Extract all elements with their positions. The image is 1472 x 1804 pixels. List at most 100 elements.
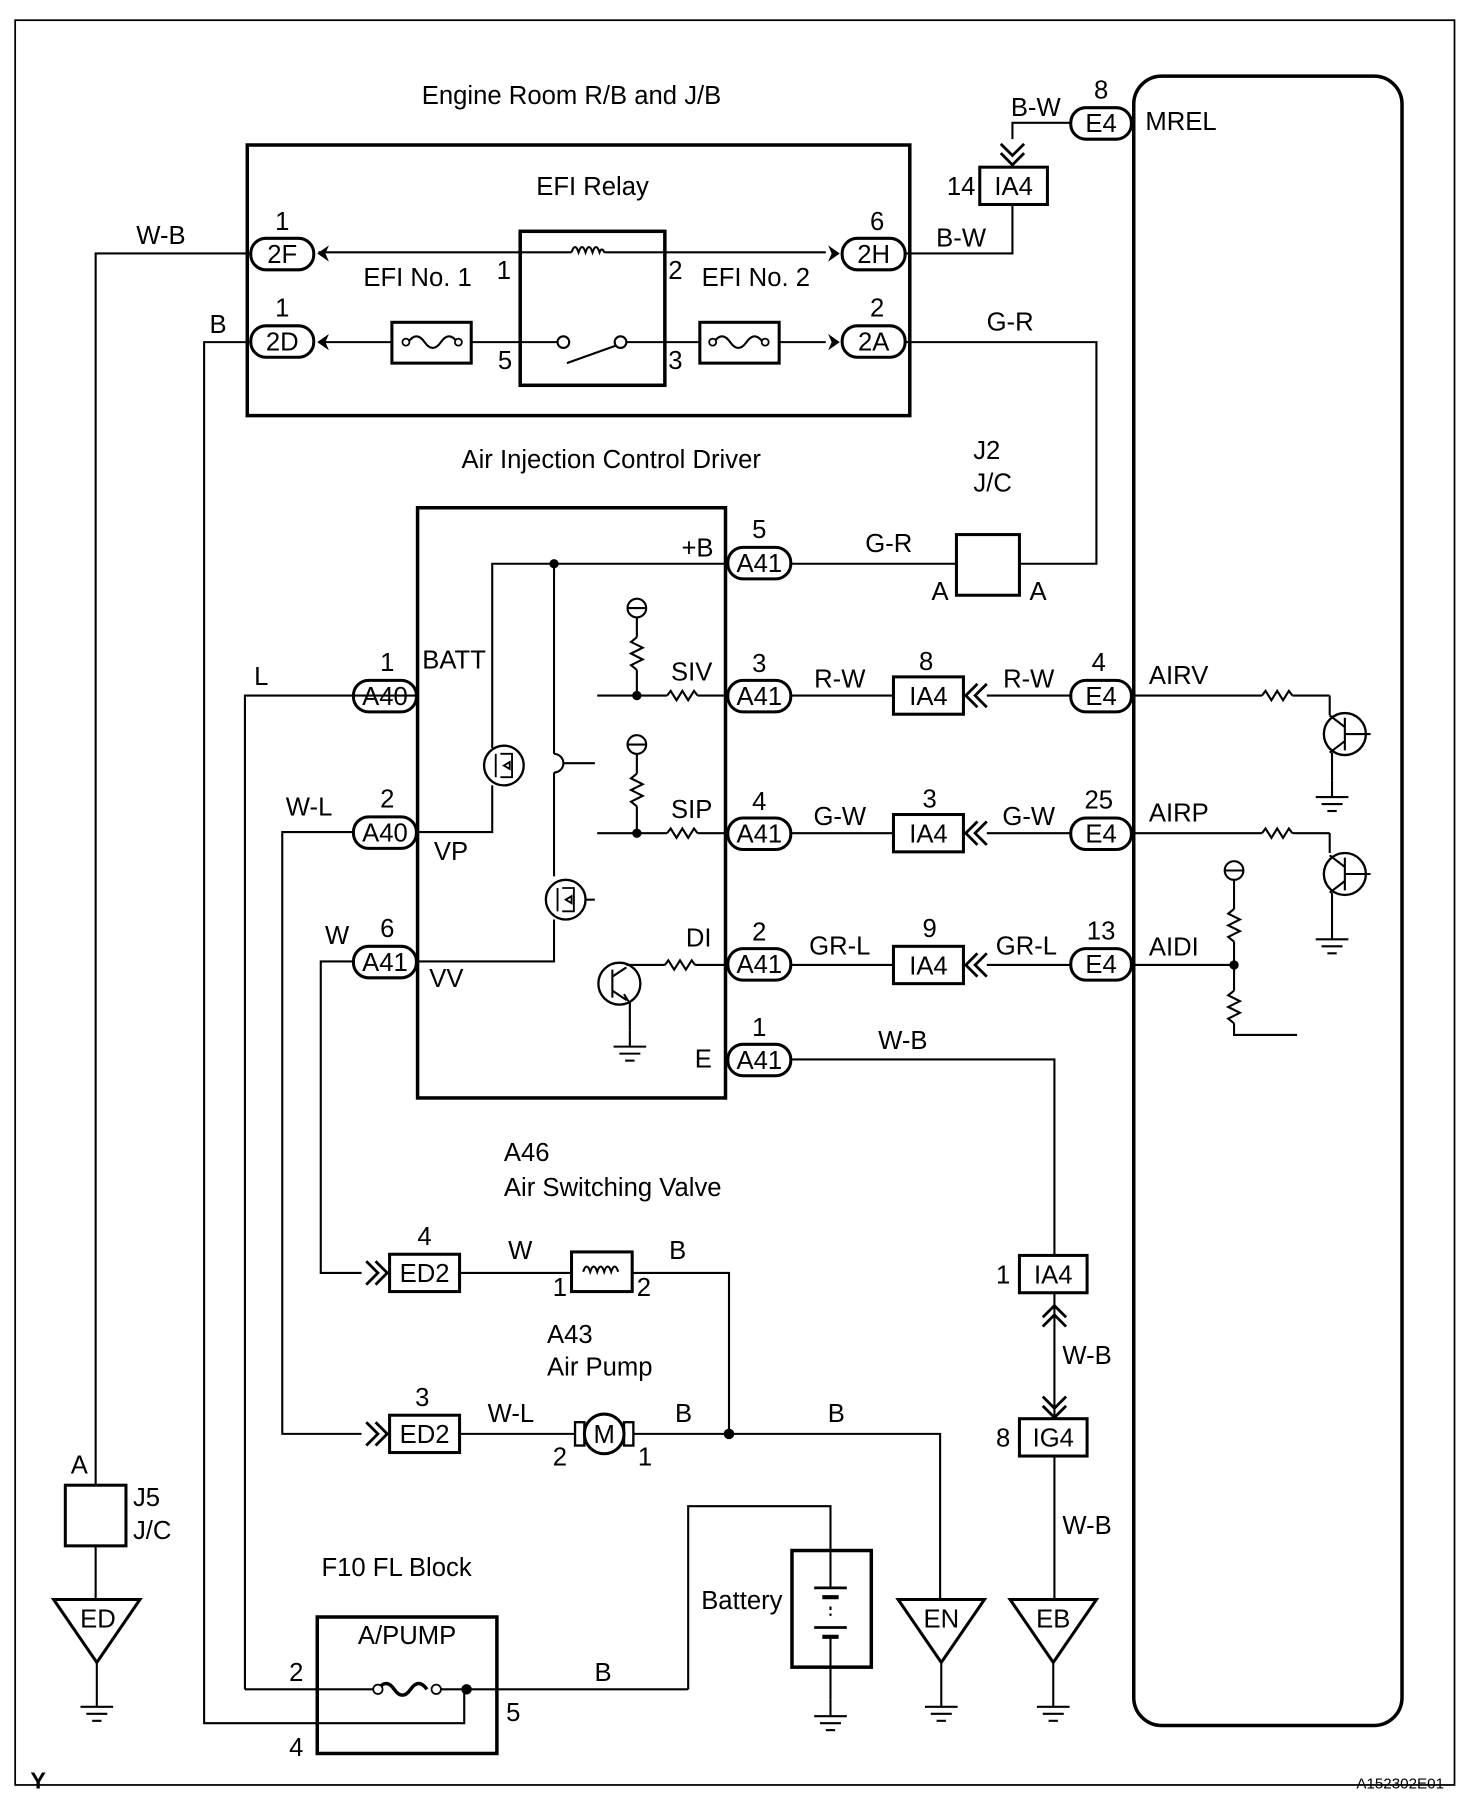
wire-label-bw-relay: B-W xyxy=(936,224,987,252)
pin-ia4-sip: 3 xyxy=(922,786,936,814)
connector-a41-b xyxy=(726,545,793,581)
connector-ia4-di xyxy=(891,944,965,986)
fuse-dot xyxy=(430,1683,442,1695)
wire-label-gw-b: G-W xyxy=(1002,803,1056,831)
sip-pullup-resistor-icon xyxy=(628,772,646,808)
terminal-aidi: AIDI xyxy=(1149,934,1199,962)
connector-2f-label: 2F xyxy=(267,241,297,269)
wire-label-b-valve: B xyxy=(669,1237,686,1265)
terminal-vv: VV xyxy=(429,965,463,993)
wire-b-valve xyxy=(632,1271,731,1434)
valve-pin-2: 2 xyxy=(637,1274,651,1302)
wire-l-batt xyxy=(243,694,417,1690)
connector-e4-mrel xyxy=(1069,106,1133,141)
ground-ed-label: ED xyxy=(80,1606,116,1634)
fuse-dot xyxy=(708,337,718,347)
relay-contact-fixed xyxy=(556,335,571,350)
wire-w-b-j5 xyxy=(94,252,251,1486)
a46-name: Air Switching Valve xyxy=(504,1174,722,1202)
wire-b-pump-en xyxy=(633,1432,942,1600)
terminal-airp: AIRP xyxy=(1149,800,1209,828)
j2-junction-connector xyxy=(954,533,1021,597)
connector-ia4-bottom-label: IA4 xyxy=(1034,1261,1073,1289)
a43-label: A43 xyxy=(547,1321,593,1349)
junction-dot xyxy=(723,1428,735,1440)
connector-ia4-siv xyxy=(891,675,965,716)
wire-b-w-top xyxy=(1011,121,1071,140)
ed2-wl-chevron-icon xyxy=(365,1421,390,1447)
a46-label: A46 xyxy=(504,1139,550,1167)
mosfet-vv-symbol xyxy=(556,887,575,913)
di-ground-icon xyxy=(612,1029,648,1062)
wire-label-bw-top: B-W xyxy=(1011,94,1062,122)
connector-a41-vv-label: A41 xyxy=(362,949,408,977)
pin-a40-batt: 1 xyxy=(380,649,394,677)
fl-pin-5: 5 xyxy=(506,1699,520,1727)
connector-e4-aidi xyxy=(1069,947,1133,982)
wire-label-wb-ig4: W-B xyxy=(1062,1342,1111,1370)
air-switching-valve-coil-icon xyxy=(582,1265,620,1276)
ground-eb-triangle xyxy=(1007,1597,1100,1666)
ed2-w-chevron-icon xyxy=(365,1260,390,1286)
relay-pin-2: 2 xyxy=(668,257,682,285)
connector-ig4-label: IG4 xyxy=(1033,1425,1074,1453)
pin-ia4-top: 14 xyxy=(947,173,976,201)
pin-ia4-siv: 8 xyxy=(919,648,933,676)
wire-w-l-pump xyxy=(281,830,362,1435)
connector-e4-airv-label: E4 xyxy=(1085,683,1116,711)
connector-2f-arrow-icon xyxy=(317,245,329,262)
wire-label-w-a: W xyxy=(325,922,350,950)
connector-a41-b-label: A41 xyxy=(736,550,782,578)
connector-2d-label: 2D xyxy=(266,328,299,356)
wire-b-w-relay xyxy=(905,204,1014,255)
wire-label-b-fl: B xyxy=(594,1659,611,1687)
ground-en-triangle xyxy=(895,1597,988,1666)
terminal-e: E xyxy=(695,1046,712,1074)
wire-label-gr-driver: G-R xyxy=(865,530,912,558)
pin-e4-airv: 4 xyxy=(1092,649,1106,677)
terminal-di: DI xyxy=(686,924,712,952)
efi-no2-label: EFI No. 2 xyxy=(702,264,810,292)
engine-room-title: Engine Room R/B and J/B xyxy=(422,82,721,110)
ecm-box xyxy=(1131,74,1404,1728)
wire-crossover-icon xyxy=(553,752,565,774)
air-switching-valve-solenoid xyxy=(570,1250,634,1294)
j5-junction-connector xyxy=(63,1483,128,1548)
di-resistor-icon xyxy=(664,958,697,972)
ia4-siv-chevron-icon xyxy=(963,682,988,709)
fusible-link-icon xyxy=(376,1681,429,1697)
wire-w-b-driver-ground xyxy=(790,1058,1056,1256)
ecm-aidi-wire-d xyxy=(1233,1023,1298,1037)
wire-label-b-en: B xyxy=(828,1400,845,1428)
connector-ia4-bottom xyxy=(1017,1253,1089,1295)
wire-label-wb-eb: W-B xyxy=(1062,1512,1111,1540)
connector-e4-airp xyxy=(1069,816,1133,852)
wire-label-wl-b: W-L xyxy=(488,1400,535,1428)
wire-label-b: B xyxy=(210,311,227,339)
terminal-siv: SIV xyxy=(671,658,712,686)
terminal-airv: AIRV xyxy=(1149,662,1208,690)
fuse-dot xyxy=(454,337,463,347)
connector-a41-di-label: A41 xyxy=(736,951,782,979)
ground-eb-label: EB xyxy=(1036,1606,1070,1634)
wire-label-l: L xyxy=(254,663,268,691)
efi-relay-box xyxy=(518,229,667,388)
fl-pin-2: 2 xyxy=(289,1659,303,1687)
wire-label-rw-b: R-W xyxy=(1003,665,1055,693)
ecm-airv-bjt-symbol xyxy=(1329,714,1371,754)
relay-pin-5: 5 xyxy=(498,347,512,375)
wire-label-wb: W-B xyxy=(136,222,185,250)
pin-a41-di: 2 xyxy=(752,918,766,946)
pin-a41-b: 5 xyxy=(752,516,766,544)
terminal-mrel: MREL xyxy=(1145,108,1216,136)
pin-e4-mrel: 8 xyxy=(1094,76,1108,104)
ground-ed-triangle xyxy=(50,1597,143,1666)
ia4-di-chevron-icon xyxy=(963,952,988,978)
connector-e4-airp-label: E4 xyxy=(1085,821,1116,849)
connector-2h-arrow-icon xyxy=(828,245,840,262)
aicd-title: Air Injection Control Driver xyxy=(461,446,761,474)
air-pump-motor-icon xyxy=(582,1412,626,1456)
battery-ground-icon xyxy=(813,1698,848,1732)
relay-contact-moving xyxy=(613,335,628,350)
